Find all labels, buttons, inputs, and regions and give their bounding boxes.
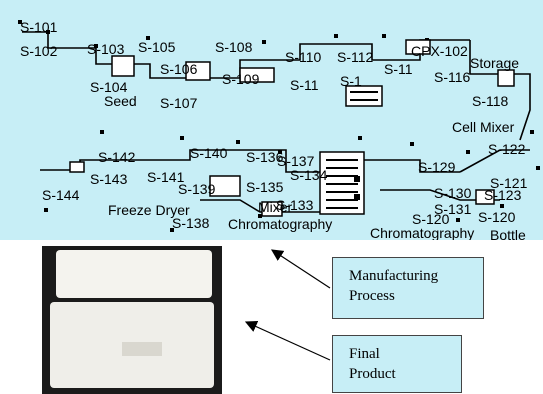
stream-label: S-134 <box>290 167 328 183</box>
equipment-label: Chromatography <box>228 216 333 232</box>
pump-icon <box>69 161 85 173</box>
stream-label: S-109 <box>222 71 260 87</box>
equipment-label: Cell Mixer <box>452 119 515 135</box>
callout-line: Manufacturing <box>349 268 439 284</box>
stream-label: S-120 <box>412 211 450 227</box>
flowsheet-lines <box>18 20 540 232</box>
final-product-callout: Final Product <box>332 335 462 393</box>
stream-label: S-107 <box>160 95 198 111</box>
manufacturing-process-callout: Manufacturing Process <box>332 257 484 319</box>
stream-label: S-140 <box>190 145 228 161</box>
stream-label: S-136 <box>246 149 284 165</box>
product-label <box>122 342 162 356</box>
stream-label: S-104 <box>90 79 128 95</box>
stream-label: S-133 <box>276 197 314 213</box>
process-flowsheet: S-101 S-102 S-103 S-105 S-108 S-110 S-11… <box>0 0 543 240</box>
arrow-to-flowsheet <box>270 249 331 289</box>
equipment-label: Seed <box>104 93 137 109</box>
stream-label: S-106 <box>160 61 198 77</box>
bottle-icon <box>475 189 495 205</box>
callout-line: Final <box>349 346 380 362</box>
stream-label: S-131 <box>434 201 472 217</box>
stream-label: S-143 <box>90 171 128 187</box>
stream-label: S-139 <box>178 181 216 197</box>
callout-line: Product <box>349 366 396 382</box>
arrow-to-product <box>244 320 331 361</box>
disk-stack-icon <box>239 67 275 83</box>
product-photo <box>42 246 222 394</box>
stream-label: S-118 <box>472 93 509 109</box>
stream-label: S-103 <box>87 41 125 57</box>
chromatography-column-icon <box>345 85 383 107</box>
stream-label: S-112 <box>337 49 374 65</box>
stream-label: S-137 <box>277 153 315 169</box>
stream-label: S-142 <box>98 149 136 165</box>
equipment-label: Mixer <box>258 199 293 215</box>
stream-label: S-138 <box>172 215 210 231</box>
equipment-label: Bottle <box>490 227 526 240</box>
stream-label: S-122 <box>488 141 526 157</box>
stream-label: S-120 <box>478 209 516 225</box>
chromatography-column-icon <box>319 151 365 215</box>
stream-label: S-101 <box>20 19 58 35</box>
stream-label: S-105 <box>138 39 176 55</box>
seed-fermenter-icon <box>111 55 135 77</box>
stream-label: S-1 <box>340 73 362 89</box>
equipment-label: CPX-102 <box>411 43 468 59</box>
stream-label: S-116 <box>434 69 471 85</box>
stream-label: S-141 <box>147 169 185 185</box>
stream-label: S-110 <box>285 49 322 65</box>
stream-label: S-102 <box>20 43 58 59</box>
callout-line: Process <box>349 288 395 304</box>
product-bag-top <box>56 250 212 298</box>
cell-mixer-icon <box>497 69 515 87</box>
stream-label: S-129 <box>418 159 456 175</box>
mixer-icon <box>261 201 283 217</box>
fermenter-icon <box>185 61 211 81</box>
equipment-label: Storage <box>470 55 520 71</box>
storage-tank-icon <box>405 39 431 55</box>
equipment-label: Freeze Dryer <box>108 202 190 218</box>
stream-label: S-11 <box>384 61 413 77</box>
stream-label: S-11 <box>290 77 319 93</box>
freeze-dryer-icon <box>209 175 241 197</box>
stream-label: S-135 <box>246 179 284 195</box>
stream-label: S-130 <box>434 185 472 201</box>
equipment-label: Chromatography <box>370 225 475 240</box>
stream-label: S-108 <box>215 39 253 55</box>
stream-label: S-123 <box>484 187 522 203</box>
stream-label: S-144 <box>42 187 80 203</box>
stream-label: S-121 <box>490 175 528 191</box>
